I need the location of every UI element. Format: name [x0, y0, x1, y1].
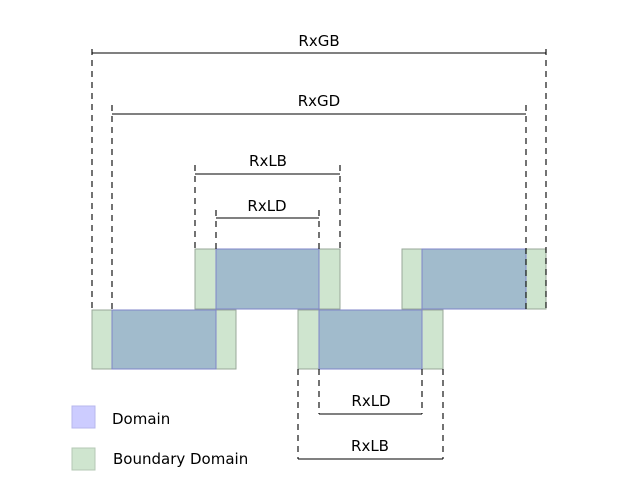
legend-domain-label: Domain [112, 410, 170, 428]
subdomain-bottom-left [91, 309, 237, 370]
subdomain-top-middle [194, 248, 341, 310]
rxld-top-label: RxLD [247, 197, 286, 215]
legend-domain-swatch [71, 405, 96, 429]
rxlb-bottom-dimension: RxLB [297, 369, 444, 460]
legend: Domain Boundary Domain [71, 405, 248, 471]
domain-box [215, 248, 320, 310]
subdomain-top-right [401, 248, 547, 310]
rxld-top-dimension: RxLD [215, 197, 320, 249]
subdomain-bottom-middle [297, 309, 444, 370]
rxgb-label: RxGB [298, 32, 339, 50]
domain-box [318, 309, 423, 370]
rxlb-top-label: RxLB [249, 152, 287, 170]
domain-box [111, 309, 217, 370]
rxgd-label: RxGD [298, 92, 340, 110]
domain-box [421, 248, 527, 310]
rxld-bottom-dimension: RxLD [318, 369, 423, 415]
rxlb-top-dimension: RxLB [194, 152, 341, 249]
legend-boundary-swatch [71, 447, 96, 471]
legend-boundary-label: Boundary Domain [113, 450, 248, 468]
rxgb-dimension: RxGB [91, 32, 547, 310]
rxld-bottom-label: RxLD [351, 392, 390, 410]
rxgd-dimension: RxGD [111, 92, 527, 310]
rxlb-bottom-label: RxLB [351, 437, 389, 455]
